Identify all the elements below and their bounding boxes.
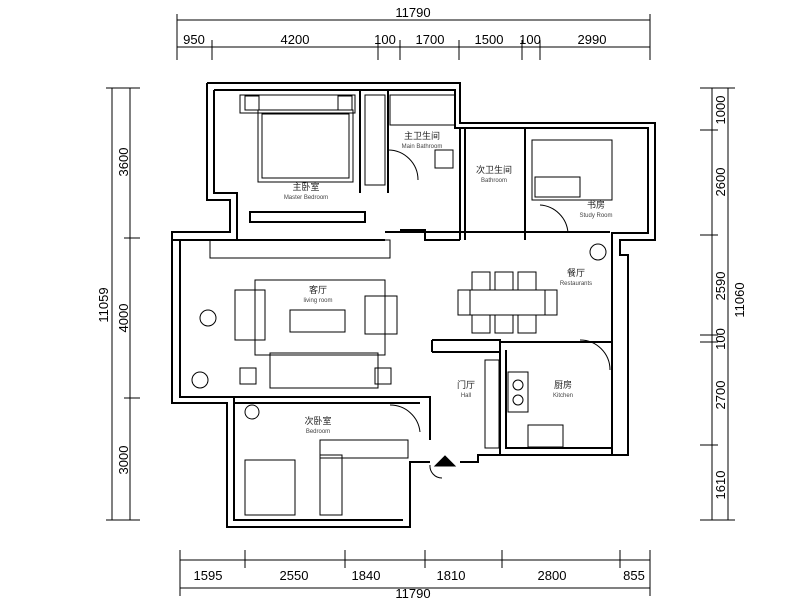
dim-bottom: 1595 [194,568,223,583]
dim-top: 1500 [475,32,504,47]
dim-right: 1610 [713,471,728,500]
walls [171,82,656,528]
dim-bottom: 1840 [352,568,381,583]
top-dimensions: 11790 950 4200 100 1700 1500 100 2990 [183,5,606,47]
dim-left: 3000 [116,446,131,475]
room-label-hall: 门厅 [457,379,475,391]
room-label-main-bathroom-en: Main Bathroom [402,144,443,150]
dim-bottom: 855 [623,568,645,583]
left-dimensions: 11059 3600 4000 3000 [96,148,131,475]
dim-top: 950 [183,32,205,47]
dim-left: 4000 [116,304,131,333]
left-dimension-lines [106,87,140,521]
dim-right-total: 11060 [732,282,747,317]
dim-right: 2700 [713,381,728,410]
room-label-bathroom-en: Bathroom [481,178,507,184]
room-label-dining-en: Restaurants [560,281,592,287]
room-label-hall-en: Hall [461,393,471,399]
right-dimensions: 1000 2600 2590 100 2700 1610 11060 [713,96,747,500]
dim-bottom-total: 11790 [395,586,430,600]
room-label-kitchen-en: Kitchen [553,393,573,399]
room-label-living: 客厅 [309,284,327,296]
dim-bottom: 2550 [280,568,309,583]
room-label-study: 书房 [587,199,605,211]
right-dimension-lines [700,87,735,521]
room-label-master-bedroom-en: Master Bedroom [284,195,328,201]
room-labels: 主卧室 Master Bedroom 主卫生间 Main Bathroom 次卫… [284,130,613,435]
room-label-bedroom: 次卧室 [304,415,331,427]
room-label-living-en: living room [303,298,332,304]
dim-top: 100 [519,32,541,47]
room-label-dining: 餐厅 [567,267,585,279]
dim-top: 100 [374,32,396,47]
room-label-study-en: Study Room [579,213,612,219]
dim-bottom: 1810 [437,568,466,583]
bottom-dimension-lines [179,550,651,596]
dim-bottom: 2800 [538,568,567,583]
dim-top: 1700 [416,32,445,47]
room-label-master-bedroom: 主卧室 [292,181,319,193]
dim-right: 2590 [713,272,728,301]
dim-top: 4200 [281,32,310,47]
room-label-main-bathroom: 主卫生间 [404,130,440,142]
dim-left-total: 11059 [96,287,111,322]
furniture [191,94,613,516]
bottom-dimensions: 1595 2550 1840 1810 2800 855 11790 [194,568,645,600]
room-label-bathroom: 次卫生间 [476,164,512,176]
dim-right: 2600 [713,168,728,197]
room-label-kitchen: 厨房 [554,379,572,391]
dim-top-total: 11790 [395,5,430,20]
dim-right: 1000 [713,96,728,125]
room-label-bedroom-en: Bedroom [306,429,330,435]
dim-top: 2990 [578,32,607,47]
dim-right: 100 [713,328,728,350]
dim-left: 3600 [116,148,131,177]
top-dimension-lines [176,14,651,60]
